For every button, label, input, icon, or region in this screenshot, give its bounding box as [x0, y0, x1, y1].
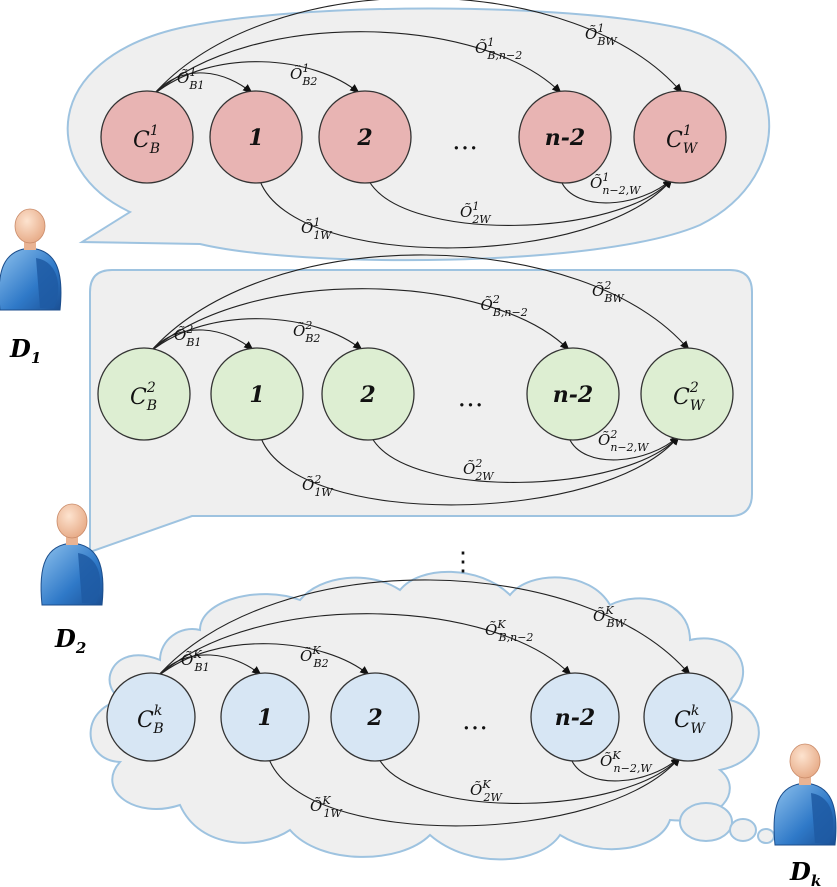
criterion-n-2-node: n-2 — [526, 347, 620, 441]
edge-bw — [156, 579, 691, 678]
decision-maker-label: D1 — [9, 334, 41, 367]
svg-text:CkB: CkB — [137, 703, 164, 737]
edge-n2w — [560, 178, 673, 204]
edge-1w — [268, 756, 681, 827]
edge-b1 — [149, 329, 254, 353]
criterion-2-node: 2 — [321, 347, 415, 441]
edge-bw — [149, 254, 690, 353]
edge-bn2 — [152, 31, 562, 96]
decision-maker-3: Dk — [773, 743, 837, 887]
criteria-ellipsis: … — [462, 706, 488, 736]
svg-text:C1W: C1W — [666, 123, 699, 157]
svg-text:1: 1 — [249, 382, 264, 408]
svg-text:2: 2 — [366, 705, 382, 731]
decision-maker-2: D2 — [40, 503, 104, 657]
panel-2-bubble — [89, 269, 753, 554]
criteria-ellipsis: … — [458, 383, 484, 413]
decision-maker-label: Dk — [789, 857, 821, 887]
thought-bubble-medium — [729, 818, 757, 842]
edge-bn2 — [149, 288, 570, 353]
edge-2w — [371, 435, 680, 483]
criterion-1-node: 1 — [220, 672, 310, 762]
criteria-ellipsis: … — [452, 126, 478, 156]
svg-text:n-2: n-2 — [553, 382, 593, 408]
svg-text:C2W: C2W — [673, 380, 706, 414]
edge-2w — [378, 756, 681, 804]
criterion-1-node: 1 — [209, 90, 303, 184]
edge-b2 — [152, 61, 360, 96]
person-icon — [773, 743, 837, 846]
edge-n2w — [570, 756, 681, 782]
thought-bubble-small — [757, 828, 775, 844]
vertical-ellipsis: ⋮ — [450, 547, 476, 577]
svg-text:n-2: n-2 — [545, 125, 585, 151]
svg-text:C2B: C2B — [130, 380, 157, 414]
criterion-2-node: 2 — [318, 90, 412, 184]
edge-b1 — [152, 72, 253, 96]
criterion-n-2-node: n-2 — [518, 90, 612, 184]
edge-b2 — [149, 318, 363, 353]
thought-bubble-large — [679, 802, 733, 842]
person-icon — [40, 503, 104, 606]
criterion-1-node: 1 — [210, 347, 304, 441]
edge-2w — [368, 178, 673, 226]
edge-bn2 — [156, 613, 572, 678]
edge-n2w — [568, 435, 680, 461]
svg-text:CkW: CkW — [674, 703, 706, 737]
edge-bw — [152, 0, 683, 96]
decision-maker-1: D1 — [0, 208, 62, 367]
decision-maker-label: D2 — [54, 624, 86, 657]
edge-b1 — [156, 654, 262, 678]
edge-1w — [259, 178, 673, 249]
svg-text:2: 2 — [356, 125, 372, 151]
edge-1w — [260, 435, 680, 506]
svg-text:1: 1 — [257, 705, 272, 731]
svg-text:C1B: C1B — [133, 123, 160, 157]
criterion-n-2-node: n-2 — [530, 672, 620, 762]
edge-b2 — [156, 643, 370, 678]
svg-text:1: 1 — [248, 125, 263, 151]
svg-text:2: 2 — [359, 382, 375, 408]
person-icon — [0, 208, 62, 311]
svg-text:n-2: n-2 — [555, 705, 595, 731]
criterion-2-node: 2 — [330, 672, 420, 762]
